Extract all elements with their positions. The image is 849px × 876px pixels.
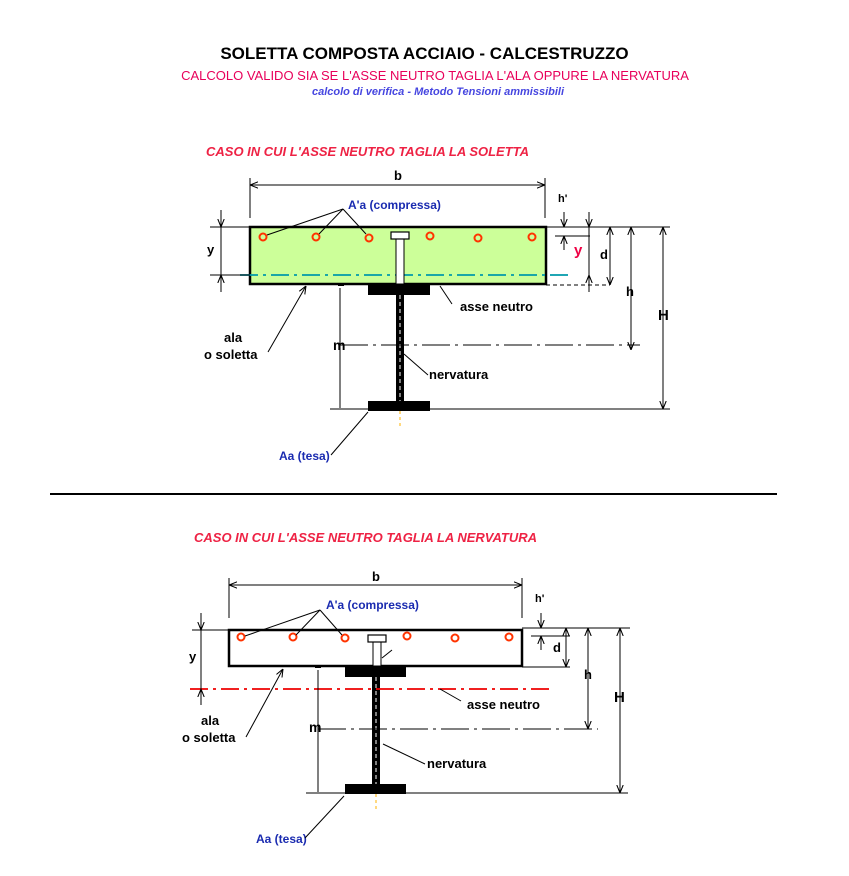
case1-y-right-label: y (574, 242, 583, 259)
case2-compressed-label: A'a (compressa) (326, 598, 419, 612)
case2-hprime-label: h' (535, 593, 545, 605)
page-subtitle: CALCOLO VALIDO SIA SE L'ASSE NEUTRO TAGL… (181, 68, 689, 83)
case1-stud (395, 235, 405, 285)
case1-ala-label: ala (224, 330, 243, 345)
case1-tension-label: Aa (tesa) (279, 449, 330, 463)
case1-diagram (210, 178, 670, 456)
page-title: SOLETTA COMPOSTA ACCIAIO - CALCESTRUZZO (220, 44, 629, 63)
case1-hprime-label: h' (558, 193, 568, 205)
case2-web-label: nervatura (427, 756, 487, 771)
case1-bottom-flange (368, 401, 430, 411)
case2-y-label: y (189, 649, 197, 664)
case1-compressed-label: A'a (compressa) (348, 198, 441, 212)
case2-heading: CASO IN CUI L'ASSE NEUTRO TAGLIA LA NERV… (194, 530, 538, 545)
case2-bottom-flange (345, 784, 406, 794)
case2-neutral-axis-label: asse neutro (467, 697, 540, 712)
case2-stud (372, 638, 382, 667)
case2-b-label: b (372, 569, 380, 584)
method-note: calcolo di verifica - Metodo Tensioni am… (311, 86, 565, 98)
case1-heading: CASO IN CUI L'ASSE NEUTRO TAGLIA LA SOLE… (206, 144, 530, 159)
case2-ala-label: ala (201, 713, 220, 728)
case2-rebars (236, 631, 514, 643)
case1-rebars (258, 231, 537, 243)
case2-top-flange (345, 667, 406, 677)
case1-soletta-label: o soletta (204, 347, 258, 362)
case1-web-label: nervatura (429, 367, 489, 382)
case1-neutral-axis-label: asse neutro (460, 299, 533, 314)
case2-soletta-label: o soletta (182, 730, 236, 745)
case1-b-label: b (394, 168, 402, 183)
case2-diagram (190, 578, 630, 839)
case1-d-label: d (600, 247, 608, 262)
case1-top-flange (368, 285, 430, 295)
case1-m-label: m (333, 337, 346, 353)
case2-d-label: d (553, 640, 561, 655)
case1-y-left-label: y (207, 242, 215, 257)
case2-tension-label: Aa (tesa) (256, 832, 307, 846)
case2-web (372, 677, 380, 784)
